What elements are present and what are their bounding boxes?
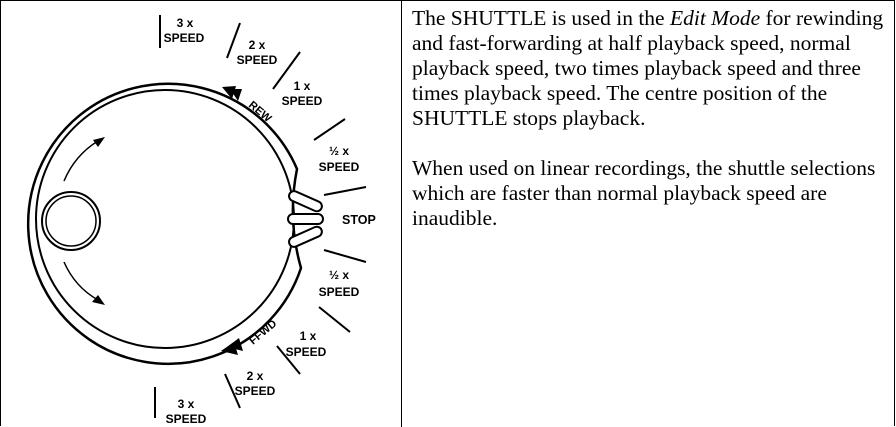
- description-paragraph-1: The SHUTTLE is used in the Edit Mode for…: [412, 6, 888, 131]
- shuttle-description: The SHUTTLE is used in the Edit Mode for…: [412, 6, 888, 231]
- dial-knob-inner: [45, 195, 97, 247]
- ffwd-3x-factor: 3 x: [178, 397, 195, 411]
- ffwd-2x-unit: SPEED: [235, 384, 276, 398]
- tick-ffwd-2x: [224, 373, 241, 409]
- tick-ffwd-half: [318, 306, 351, 333]
- ffwd-1x-factor: 1 x: [300, 329, 317, 343]
- column-divider: [401, 0, 402, 427]
- shuttle-dial-figure: 3 x SPEED 2 x SPEED 1 x SPEED ½ x SPEED …: [0, 0, 401, 427]
- description-paragraph-2: When used on linear recordings, the shut…: [412, 156, 876, 230]
- tick-stop-lower: [323, 249, 367, 263]
- rotate-arrow-down-head-icon: [92, 295, 105, 305]
- rew-half-unit: SPEED: [319, 160, 360, 174]
- shuttle-dial-diagram: 3 x SPEED 2 x SPEED 1 x SPEED ½ x SPEED …: [26, 15, 376, 426]
- ffwd-half-unit: SPEED: [319, 285, 360, 299]
- rew-2x-unit: SPEED: [237, 53, 278, 67]
- dial-outer-ring: [26, 82, 303, 366]
- stop-label: STOP: [342, 213, 376, 227]
- stop-pointer-top: [288, 190, 323, 213]
- rotate-arrow-up: [63, 140, 99, 182]
- tick-stop-upper: [323, 186, 367, 196]
- p1-text-end: for rewinding and fast-forwarding at hal…: [412, 6, 884, 130]
- p1-text-start: The SHUTTLE is used in the: [412, 6, 670, 30]
- tick-rew-2x: [226, 22, 241, 59]
- rew-3x-factor: 3 x: [177, 16, 194, 30]
- rew-2x-factor: 2 x: [249, 38, 266, 52]
- rew-half-factor: ½ x: [329, 144, 349, 158]
- rotate-arrow-up-head-icon: [93, 137, 105, 147]
- dial-knob: [41, 191, 101, 251]
- tick-rew-half: [313, 118, 346, 141]
- stop-pointer-middle: [287, 213, 324, 225]
- ffwd-1x-unit: SPEED: [286, 345, 327, 359]
- ffwd-arrow-tail-icon: [227, 338, 243, 351]
- rew-1x-factor: 1 x: [294, 79, 311, 93]
- ffwd-half-factor: ½ x: [329, 268, 349, 282]
- tick-rew-1x: [272, 51, 301, 90]
- ffwd-2x-factor: 2 x: [247, 369, 264, 383]
- rotate-arrow-down: [63, 261, 99, 301]
- edit-mode-term: Edit Mode: [669, 6, 761, 30]
- ffwd-3x-unit: SPEED: [166, 412, 207, 426]
- rew-arrow-tail-icon: [230, 89, 242, 101]
- rew-3x-unit: SPEED: [164, 31, 205, 45]
- rew-1x-unit: SPEED: [282, 94, 323, 108]
- tick-ffwd-1x: [276, 345, 301, 375]
- stop-pointer-bottom: [288, 225, 323, 248]
